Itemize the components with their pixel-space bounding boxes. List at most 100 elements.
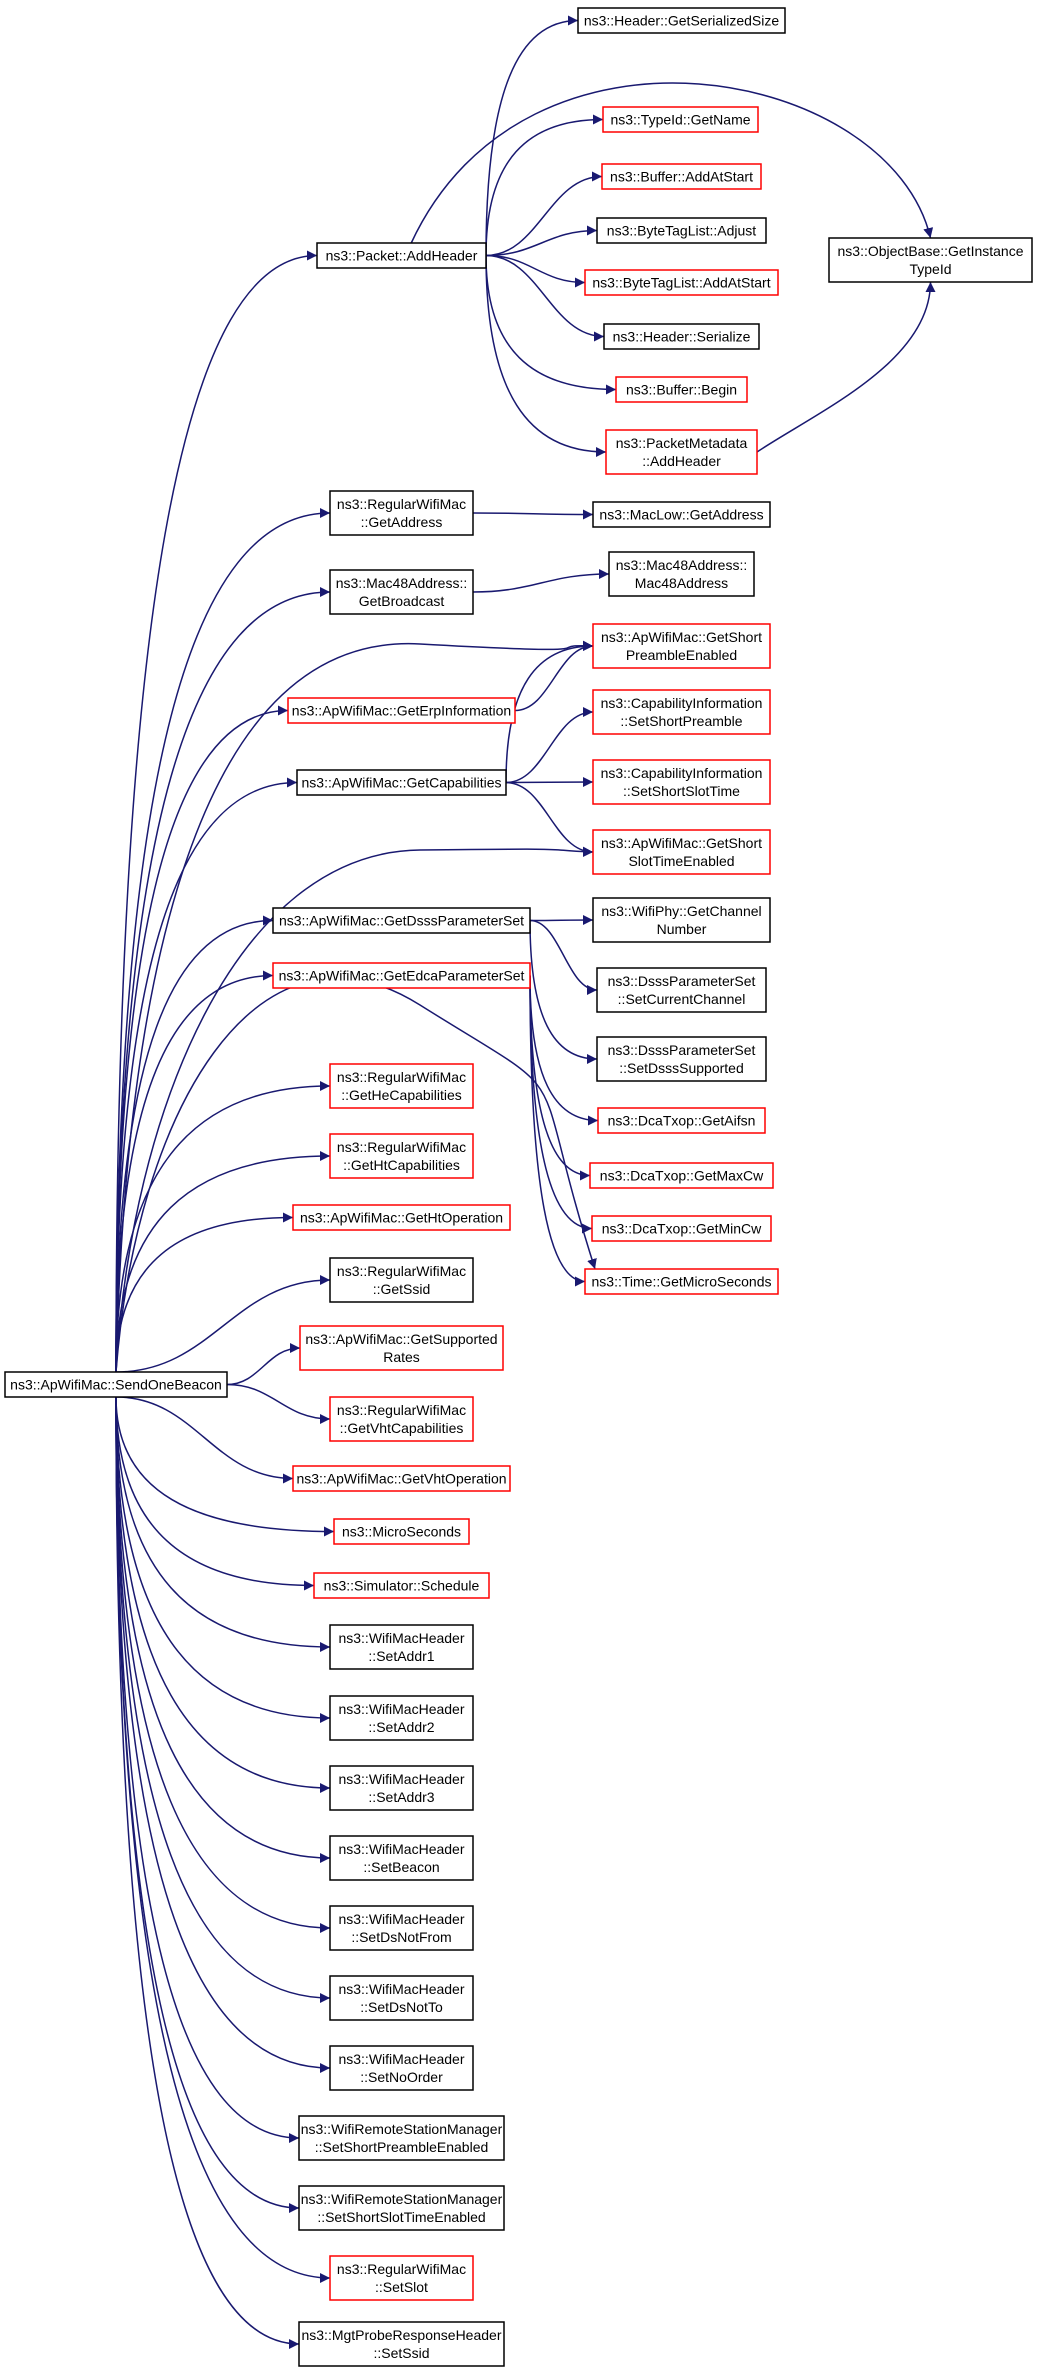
node-box — [4, 1371, 228, 1398]
node-micro-seconds[interactable]: ns3::MicroSeconds — [333, 1518, 470, 1545]
node-box — [287, 697, 516, 724]
node-box — [329, 1063, 474, 1109]
node-box — [329, 1133, 474, 1179]
node-apwifimac-get-vht-operation[interactable]: ns3::ApWifiMac::GetVhtOperation — [292, 1465, 511, 1492]
node-header-serialize[interactable]: ns3::Header::Serialize — [603, 323, 760, 350]
edge-send-one-beacon-to-wifimacheader-set-ds-not-to — [115, 1396, 331, 2003]
node-simulator-schedule[interactable]: ns3::Simulator::Schedule — [313, 1572, 490, 1599]
node-packetmetadata-add-header[interactable]: ns3::PacketMetadata::AddHeader — [605, 429, 758, 475]
node-bytetaglist-add-at-start[interactable]: ns3::ByteTagList::AddAtStart — [584, 269, 779, 296]
edge-packet-add-header-to-buffer-begin — [485, 255, 617, 395]
node-label: ns3::WifiMacHeader — [338, 1771, 464, 1787]
node-label: Mac48Address — [635, 575, 728, 591]
node-apwifimac-get-edca-parameter-set[interactable]: ns3::ApWifiMac::GetEdcaParameterSet — [272, 962, 531, 989]
node-box — [313, 1572, 490, 1599]
node-time-get-micro-seconds[interactable]: ns3::Time::GetMicroSeconds — [584, 1268, 779, 1295]
node-regularwifimac-get-ssid[interactable]: ns3::RegularWifiMac::GetSsid — [329, 1257, 474, 1303]
edge-send-one-beacon-to-apwifimac-get-capabilities — [115, 777, 298, 1373]
node-wifimacheader-set-addr3[interactable]: ns3::WifiMacHeader::SetAddr3 — [329, 1765, 474, 1811]
node-dsssparameterset-set-current-channel[interactable]: ns3::DsssParameterSet::SetCurrentChannel — [596, 967, 767, 1013]
node-packet-add-header[interactable]: ns3::Packet::AddHeader — [316, 242, 487, 269]
node-mgtproberesponseheader-set-ssid[interactable]: ns3::MgtProbeResponseHeader::SetSsid — [298, 2321, 505, 2367]
node-send-one-beacon[interactable]: ns3::ApWifiMac::SendOneBeacon — [4, 1371, 228, 1398]
node-capabilityinformation-set-short-preamble[interactable]: ns3::CapabilityInformation::SetShortPrea… — [592, 689, 771, 735]
edge-apwifimac-get-erp-information-to-apwifimac-get-short-preamble-enabled — [514, 641, 594, 712]
node-wifimacheader-set-addr2[interactable]: ns3::WifiMacHeader::SetAddr2 — [329, 1695, 474, 1741]
edge-send-one-beacon-to-time-get-micro-seconds — [115, 977, 597, 1373]
node-regularwifimac-set-slot[interactable]: ns3::RegularWifiMac::SetSlot — [329, 2255, 474, 2301]
edge-send-one-beacon-to-apwifimac-get-supported-rates — [226, 1343, 301, 1386]
node-dcatxop-get-min-cw[interactable]: ns3::DcaTxop::GetMinCw — [591, 1215, 772, 1242]
node-apwifimac-get-dsss-parameter-set[interactable]: ns3::ApWifiMac::GetDsssParameterSet — [272, 907, 531, 934]
node-header-get-serialized-size[interactable]: ns3::Header::GetSerializedSize — [577, 7, 786, 34]
node-dsssparameterset-set-dsss-supported[interactable]: ns3::DsssParameterSet::SetDsssSupported — [596, 1036, 767, 1082]
node-wifiremotestationmanager-set-short-preamble-enabled[interactable]: ns3::WifiRemoteStationManager::SetShortP… — [298, 2115, 505, 2161]
edge-send-one-beacon-to-packet-add-header — [115, 250, 318, 1373]
node-buffer-begin[interactable]: ns3::Buffer::Begin — [615, 376, 748, 403]
edge-regularwifimac-get-address-to-maclow-get-address — [472, 509, 594, 520]
node-box — [589, 1162, 774, 1189]
node-typeid-get-name[interactable]: ns3::TypeId::GetName — [602, 106, 759, 133]
node-box — [329, 1975, 474, 2021]
node-label: Number — [657, 921, 707, 937]
edge-send-one-beacon-to-regularwifimac-get-ssid — [115, 1275, 331, 1373]
node-label: ns3::ApWifiMac::GetHtOperation — [300, 1210, 503, 1226]
edge-apwifimac-get-dsss-parameter-set-to-dsssparameterset-set-dsss-supported — [529, 920, 598, 1064]
node-bytetaglist-adjust[interactable]: ns3::ByteTagList::Adjust — [596, 217, 767, 244]
node-label: TypeId — [909, 261, 951, 277]
node-box — [329, 1695, 474, 1741]
node-maclow-get-address[interactable]: ns3::MacLow::GetAddress — [592, 501, 771, 528]
node-apwifimac-get-capabilities[interactable]: ns3::ApWifiMac::GetCapabilities — [296, 769, 507, 796]
node-box — [329, 569, 474, 615]
node-dcatxop-get-aifsn[interactable]: ns3::DcaTxop::GetAifsn — [597, 1107, 766, 1134]
node-label: ::SetShortPreamble — [620, 713, 742, 729]
node-box — [602, 106, 759, 133]
edge-packet-add-header-to-header-serialize — [485, 254, 605, 342]
node-label: ns3::DcaTxop::GetMinCw — [602, 1221, 762, 1237]
node-label: ns3::WifiMacHeader — [338, 1630, 464, 1646]
node-box — [272, 907, 531, 934]
node-label: ns3::Packet::AddHeader — [326, 248, 478, 264]
edge-mac48address-get-broadcast-to-mac48address-ctor — [472, 569, 610, 593]
node-label: ::SetAddr1 — [368, 1648, 434, 1664]
node-wifimacheader-set-addr1[interactable]: ns3::WifiMacHeader::SetAddr1 — [329, 1624, 474, 1670]
node-regularwifimac-get-address[interactable]: ns3::RegularWifiMac::GetAddress — [329, 490, 474, 536]
node-label: ns3::TypeId::GetName — [610, 112, 750, 128]
node-label: ::SetDsNotTo — [360, 1999, 443, 2015]
node-regularwifimac-get-vht-capabilities[interactable]: ns3::RegularWifiMac::GetVhtCapabilities — [329, 1396, 474, 1442]
edge-send-one-beacon-to-simulator-schedule — [115, 1396, 315, 1591]
node-wifiremotestationmanager-set-short-slot-time-enabled[interactable]: ns3::WifiRemoteStationManager::SetShortS… — [298, 2185, 505, 2231]
node-label: ns3::WifiRemoteStationManager — [301, 2121, 503, 2137]
node-box — [292, 1204, 511, 1231]
node-label: ::SetSsid — [373, 2345, 429, 2361]
node-label: ns3::WifiMacHeader — [338, 1701, 464, 1717]
node-box — [272, 962, 531, 989]
node-label: ns3::RegularWifiMac — [337, 496, 466, 512]
node-wifimacheader-set-no-order[interactable]: ns3::WifiMacHeader::SetNoOrder — [329, 2045, 474, 2091]
node-label: ns3::MgtProbeResponseHeader — [301, 2327, 501, 2343]
node-wifimacheader-set-beacon[interactable]: ns3::WifiMacHeader::SetBeacon — [329, 1835, 474, 1881]
node-box — [577, 7, 786, 34]
node-capabilityinformation-set-short-slot-time[interactable]: ns3::CapabilityInformation::SetShortSlot… — [592, 759, 771, 805]
node-apwifimac-get-ht-operation[interactable]: ns3::ApWifiMac::GetHtOperation — [292, 1204, 511, 1231]
node-wifimacheader-set-ds-not-to[interactable]: ns3::WifiMacHeader::SetDsNotTo — [329, 1975, 474, 2021]
edge-send-one-beacon-to-wifimacheader-set-addr2 — [115, 1396, 331, 1723]
node-label: ns3::ApWifiMac::GetVhtOperation — [296, 1471, 506, 1487]
node-apwifimac-get-erp-information[interactable]: ns3::ApWifiMac::GetErpInformation — [287, 697, 516, 724]
node-label: ns3::WifiMacHeader — [338, 1911, 464, 1927]
node-buffer-add-at-start[interactable]: ns3::Buffer::AddAtStart — [601, 163, 762, 190]
node-label: ns3::ApWifiMac::GetErpInformation — [292, 703, 511, 719]
node-dcatxop-get-max-cw[interactable]: ns3::DcaTxop::GetMaxCw — [589, 1162, 774, 1189]
node-mac48address-get-broadcast[interactable]: ns3::Mac48Address::GetBroadcast — [329, 569, 474, 615]
node-label: ns3::WifiMacHeader — [338, 1981, 464, 1997]
node-wifimacheader-set-ds-not-from[interactable]: ns3::WifiMacHeader::SetDsNotFrom — [329, 1905, 474, 1951]
node-mac48address-ctor[interactable]: ns3::Mac48Address::Mac48Address — [608, 551, 755, 597]
node-regularwifimac-get-he-capabilities[interactable]: ns3::RegularWifiMac::GetHeCapabilities — [329, 1063, 474, 1109]
node-regularwifimac-get-ht-capabilities[interactable]: ns3::RegularWifiMac::GetHtCapabilities — [329, 1133, 474, 1179]
edge-send-one-beacon-to-wifiremotestationmanager-set-short-slot-time-enabled — [115, 1396, 300, 2213]
